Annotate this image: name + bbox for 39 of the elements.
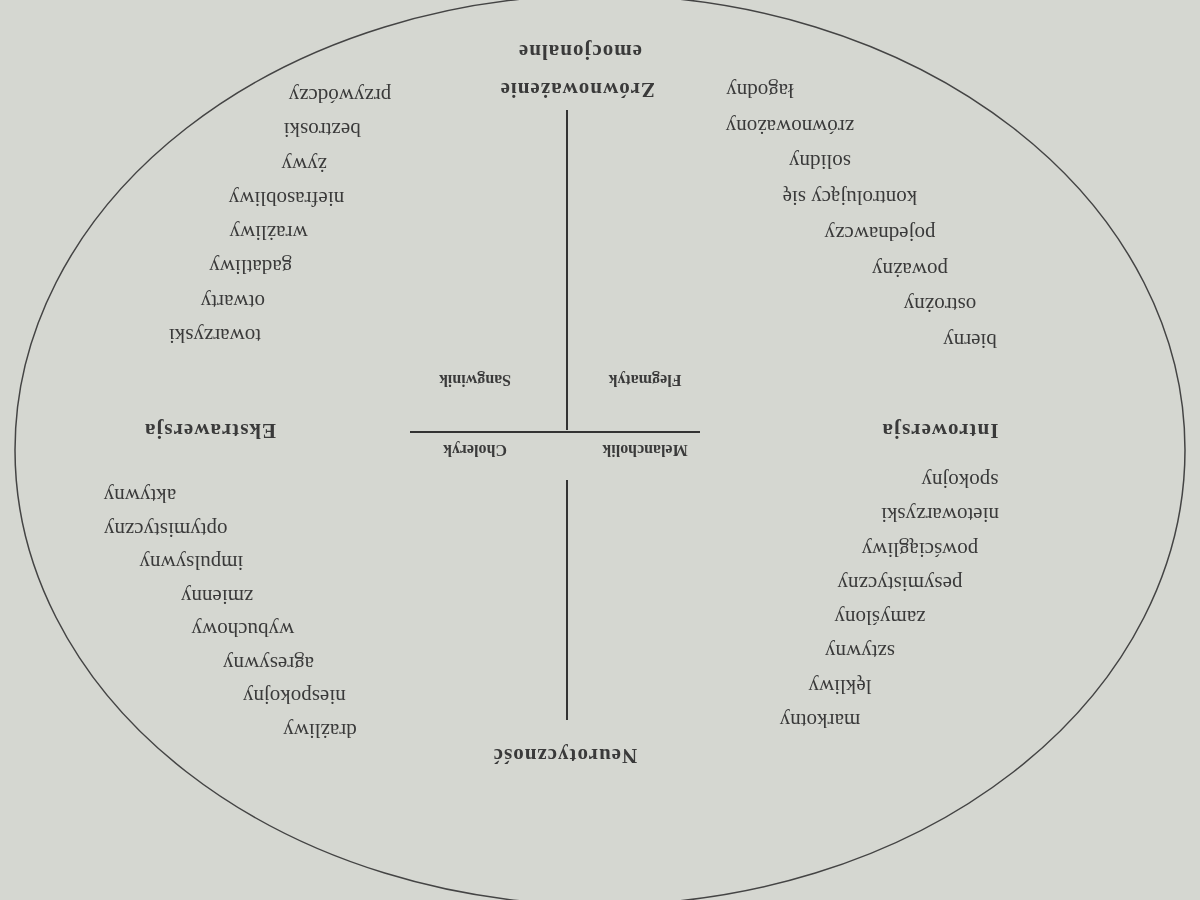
- trait-label: wrażliwy: [229, 220, 308, 244]
- axis-label: Introwersja: [881, 418, 999, 442]
- temperament-label: Sangwinik: [439, 371, 511, 389]
- axis-label: Ekstrawersja: [143, 418, 277, 442]
- trait-label: aktywny: [103, 483, 177, 507]
- temperament-label: Melancholik: [602, 441, 688, 459]
- trait-label: zamyślony: [834, 605, 926, 629]
- trait-label: przywódczy: [288, 83, 392, 107]
- trait-label: pojednawczy: [824, 221, 936, 245]
- trait-label: poważny: [872, 257, 948, 281]
- trait-label: bierny: [943, 328, 997, 352]
- trait-label: ostrożny: [903, 292, 977, 316]
- trait-label: spokojny: [921, 468, 999, 492]
- trait-label: impulsywny: [139, 550, 244, 574]
- trait-label: beztroski: [283, 117, 361, 141]
- trait-label: solidny: [789, 149, 851, 173]
- trait-label: nietowarzyski: [881, 502, 999, 526]
- temperament-label: Flegmatyk: [608, 371, 682, 389]
- trait-label: wybuchowy: [191, 617, 295, 641]
- trait-label: niefrasobliwy: [228, 186, 345, 210]
- trait-label: drażliwy: [283, 718, 357, 742]
- temperament-label: Choleryk: [443, 441, 507, 459]
- trait-label: optymistyczny: [103, 517, 228, 541]
- trait-label: zrównoważony: [725, 114, 855, 138]
- trait-label: łagodny: [726, 78, 794, 102]
- trait-label: lękliwy: [808, 674, 872, 698]
- trait-label: markotny: [779, 708, 861, 732]
- trait-label: żywy: [281, 152, 328, 176]
- trait-label: towarzyski: [168, 323, 262, 347]
- trait-label: pesymistyczny: [837, 571, 963, 595]
- trait-label: zmienny: [181, 584, 254, 608]
- trait-label: agresywny: [223, 651, 315, 675]
- trait-label: powściągliwy: [861, 537, 979, 561]
- trait-label: niespokojny: [242, 684, 346, 708]
- trait-label: otwarty: [200, 289, 265, 313]
- trait-label: gadatliwy: [209, 254, 293, 278]
- trait-label: kontrolujący się: [782, 185, 918, 209]
- trait-label: sztywny: [825, 639, 895, 663]
- axis-label: Neurotyczność: [492, 743, 638, 767]
